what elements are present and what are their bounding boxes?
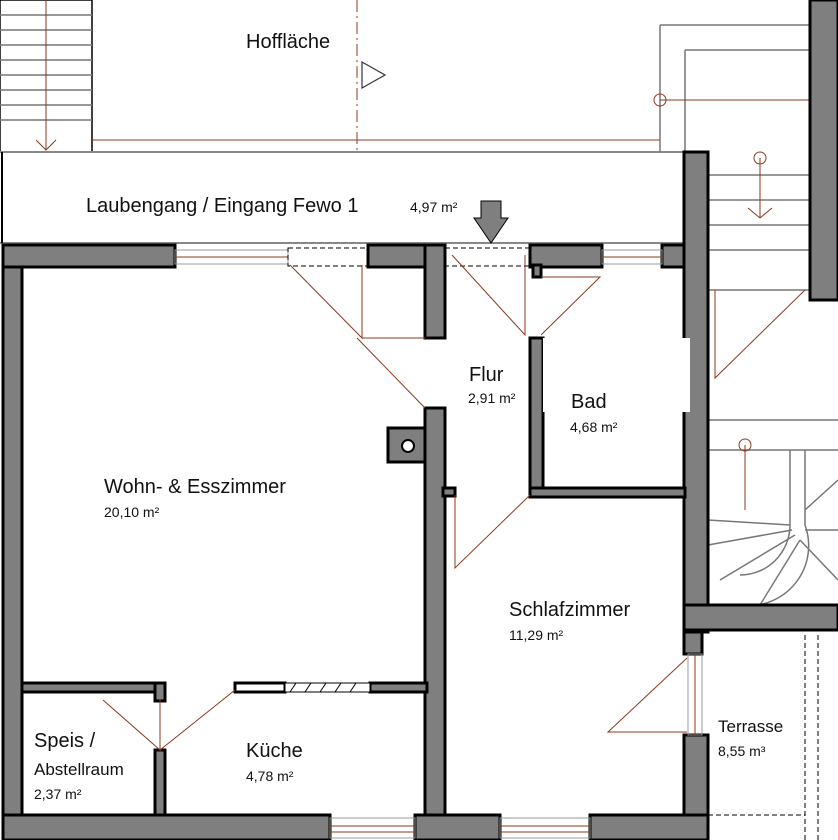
area-speis: 2,37 m² xyxy=(34,786,82,802)
area-terrasse: 8,55 m³ xyxy=(718,743,766,759)
room-label-wohn: Wohn- & Esszimmer xyxy=(104,476,286,498)
area-bad: 4,68 m² xyxy=(570,419,618,435)
walls xyxy=(1,150,838,840)
area-kueche: 4,78 m² xyxy=(246,768,294,784)
room-label-bad: Bad xyxy=(571,391,607,413)
room-label-hof: Hoffläche xyxy=(246,31,330,53)
chimney-flue-icon xyxy=(401,439,415,453)
area-wohn: 20,10 m² xyxy=(104,504,160,520)
room-label-speis-2: Abstellraum xyxy=(34,760,124,779)
direction-triangle-icon xyxy=(361,60,387,90)
room-label-flur: Flur xyxy=(469,364,504,386)
area-flur: 2,91 m² xyxy=(468,390,516,406)
room-label-kueche: Küche xyxy=(246,740,303,762)
terrasse-edge xyxy=(708,635,819,840)
chimney xyxy=(386,426,427,464)
wall-stairwell xyxy=(808,0,838,302)
room-label-laubengang: Laubengang / Eingang Fewo 1 xyxy=(86,195,358,217)
area-laubengang: 4,97 m² xyxy=(410,199,458,215)
stairs-left xyxy=(0,0,93,153)
door-opening xyxy=(287,247,369,267)
stairs-right xyxy=(653,24,838,607)
room-label-terrasse: Terrasse xyxy=(718,717,783,736)
entrance-arrow-icon xyxy=(473,200,509,244)
door-swings xyxy=(102,254,688,752)
entrance-door[interactable] xyxy=(444,247,531,267)
area-schlaf: 11,29 m² xyxy=(509,627,564,643)
sliding-door-track xyxy=(284,682,371,693)
room-label-speis-1: Speis / xyxy=(34,730,96,752)
windows xyxy=(174,249,703,839)
room-label-schlaf: Schlafzimmer xyxy=(509,599,630,621)
sliding-door xyxy=(233,681,287,694)
